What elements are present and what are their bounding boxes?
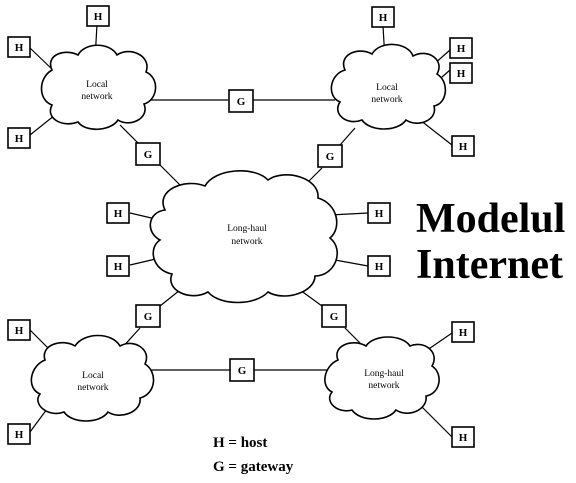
host-label: H [457, 68, 466, 80]
cloud-local-network-top-left [40, 44, 157, 131]
cloud-label-top-right-1: Local [376, 83, 398, 93]
link [299, 289, 323, 307]
host-box: H [7, 36, 31, 58]
host-box: H [106, 255, 130, 277]
cloud-long-haul-network-bottom-right [324, 336, 440, 420]
link [419, 404, 453, 438]
cloud-label-bottom-right-2: network [368, 381, 399, 391]
link [334, 259, 369, 267]
host-box: H [371, 6, 395, 28]
link [419, 119, 453, 146]
host-box: H [367, 202, 391, 224]
cloud-label-bottom-left-2: network [77, 383, 108, 393]
host-box: H [451, 321, 475, 343]
gateway-label: G [144, 311, 153, 323]
cloud-label-center-1: Long-haul [227, 224, 267, 234]
gateway-label: G [238, 365, 247, 377]
host-label: H [15, 133, 24, 145]
host-label: H [114, 261, 123, 273]
host-label: H [94, 11, 103, 23]
link [344, 327, 363, 346]
host-label: H [15, 429, 24, 441]
host-box: H [7, 319, 31, 341]
host-label: H [459, 141, 468, 153]
cloud-label-top-left-2: network [81, 92, 112, 102]
host-label: H [15, 325, 24, 337]
host-label: H [459, 432, 468, 444]
host-box: H [367, 255, 391, 277]
title-line-1: Modelul [416, 196, 565, 242]
host-box: H [7, 127, 31, 149]
host-label: H [114, 208, 123, 220]
cloud-label-center-2: network [231, 237, 262, 247]
host-box: H [449, 37, 473, 59]
link [159, 289, 181, 307]
host-label: H [375, 208, 384, 220]
gateway-box: G [228, 89, 254, 113]
gateway-label: G [326, 151, 335, 163]
gateway-box: G [321, 304, 347, 328]
cloud-label-top-left-1: Local [86, 80, 108, 90]
gateway-label: G [330, 311, 339, 323]
gateway-box: G [317, 144, 343, 168]
cloud-local-network-bottom-left [30, 334, 155, 422]
host-box: H [106, 202, 130, 224]
cloud-local-network-top-right [330, 43, 447, 130]
cloud-label-bottom-left-1: Local [82, 371, 104, 381]
host-label: H [457, 43, 466, 55]
host-box: H [449, 62, 473, 84]
host-label: H [15, 42, 24, 54]
gateway-label: G [144, 149, 153, 161]
gateway-box: G [135, 142, 161, 166]
cloud-long-haul-network-center [149, 170, 339, 304]
host-box: H [7, 423, 31, 445]
title-line-2: Internet [416, 242, 563, 288]
cloud-label-top-right-2: network [371, 95, 402, 105]
cloud-label-bottom-right-1: Long-haul [364, 369, 404, 379]
host-label: H [459, 327, 468, 339]
host-label: H [375, 261, 384, 273]
legend-gateway: G = gateway [213, 459, 294, 475]
gateway-box: G [135, 304, 161, 328]
host-label: H [379, 12, 388, 24]
gateway-box: G [229, 358, 255, 382]
gateway-label: G [237, 96, 246, 108]
link [329, 212, 369, 216]
legend-host: H = host [213, 435, 267, 451]
host-box: H [86, 5, 110, 27]
link [119, 124, 141, 146]
host-box: H [451, 135, 475, 157]
host-box: H [451, 426, 475, 448]
link [339, 127, 356, 146]
link [29, 114, 56, 136]
